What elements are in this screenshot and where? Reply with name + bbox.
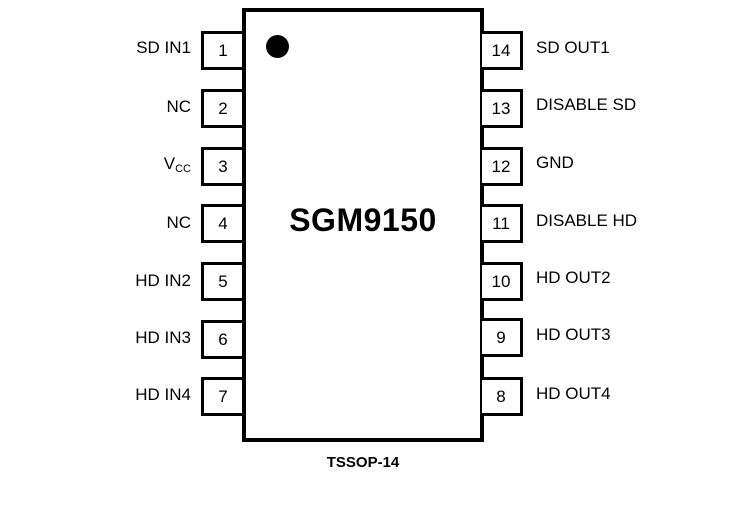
pin-number: 6 xyxy=(218,329,228,349)
pin-label-9: HD OUT3 xyxy=(536,325,611,344)
pin-box-2: 2 xyxy=(201,89,242,128)
pin-label-8: HD OUT4 xyxy=(536,384,611,403)
pin-number: 4 xyxy=(218,213,228,233)
pin-box-9: 9 xyxy=(482,318,523,357)
pin-box-14: 14 xyxy=(482,31,523,70)
pin-box-5: 5 xyxy=(201,262,242,301)
pin-box-4: 4 xyxy=(201,204,242,243)
pin-box-8: 8 xyxy=(482,377,523,416)
pin-label-10: HD OUT2 xyxy=(536,268,611,287)
pin-label-1: SD IN1 xyxy=(136,38,191,57)
pin-box-3: 3 xyxy=(201,147,242,186)
pin-label-main: V xyxy=(163,154,176,173)
pin-label-subscript: CC xyxy=(175,163,191,175)
pin-box-1: 1 xyxy=(201,31,242,70)
pin-label-13: DISABLE SD xyxy=(536,95,637,114)
pin-box-12: 12 xyxy=(482,147,523,186)
chip-name: SGM9150 xyxy=(289,202,437,238)
pin-number: 5 xyxy=(218,271,228,291)
pin-box-7: 7 xyxy=(201,377,242,416)
pin-label-11: DISABLE HD xyxy=(536,211,638,230)
pin-number: 9 xyxy=(496,327,506,347)
package-label: TSSOP-14 xyxy=(326,454,400,471)
pin-label-7: HD IN4 xyxy=(135,385,191,404)
pin-number: 3 xyxy=(218,156,228,176)
pin-number: 1 xyxy=(218,40,228,60)
pin1-indicator-dot xyxy=(266,35,289,58)
pin-label-12: GND xyxy=(536,153,574,172)
pin-label-3: VCC xyxy=(164,154,191,175)
ic-package-body xyxy=(242,8,484,442)
pin-label-2: NC xyxy=(166,97,191,116)
pin-number: 8 xyxy=(496,386,506,406)
pin-number: 2 xyxy=(218,98,228,118)
pin-box-6: 6 xyxy=(201,320,242,359)
pin-box-11: 11 xyxy=(482,204,523,243)
pin-box-10: 10 xyxy=(482,262,523,301)
pin-number: 13 xyxy=(491,98,511,118)
pin-label-5: HD IN2 xyxy=(135,271,191,290)
pin-label-6: HD IN3 xyxy=(135,328,191,347)
pin-number: 7 xyxy=(218,386,228,406)
pin-number: 10 xyxy=(491,271,511,291)
pin-box-13: 13 xyxy=(482,89,523,128)
pin-number: 11 xyxy=(492,213,510,233)
pin-number: 14 xyxy=(491,40,511,60)
pin-label-14: SD OUT1 xyxy=(536,38,610,57)
pin-number: 12 xyxy=(491,156,511,176)
pin-label-4: NC xyxy=(166,213,191,232)
